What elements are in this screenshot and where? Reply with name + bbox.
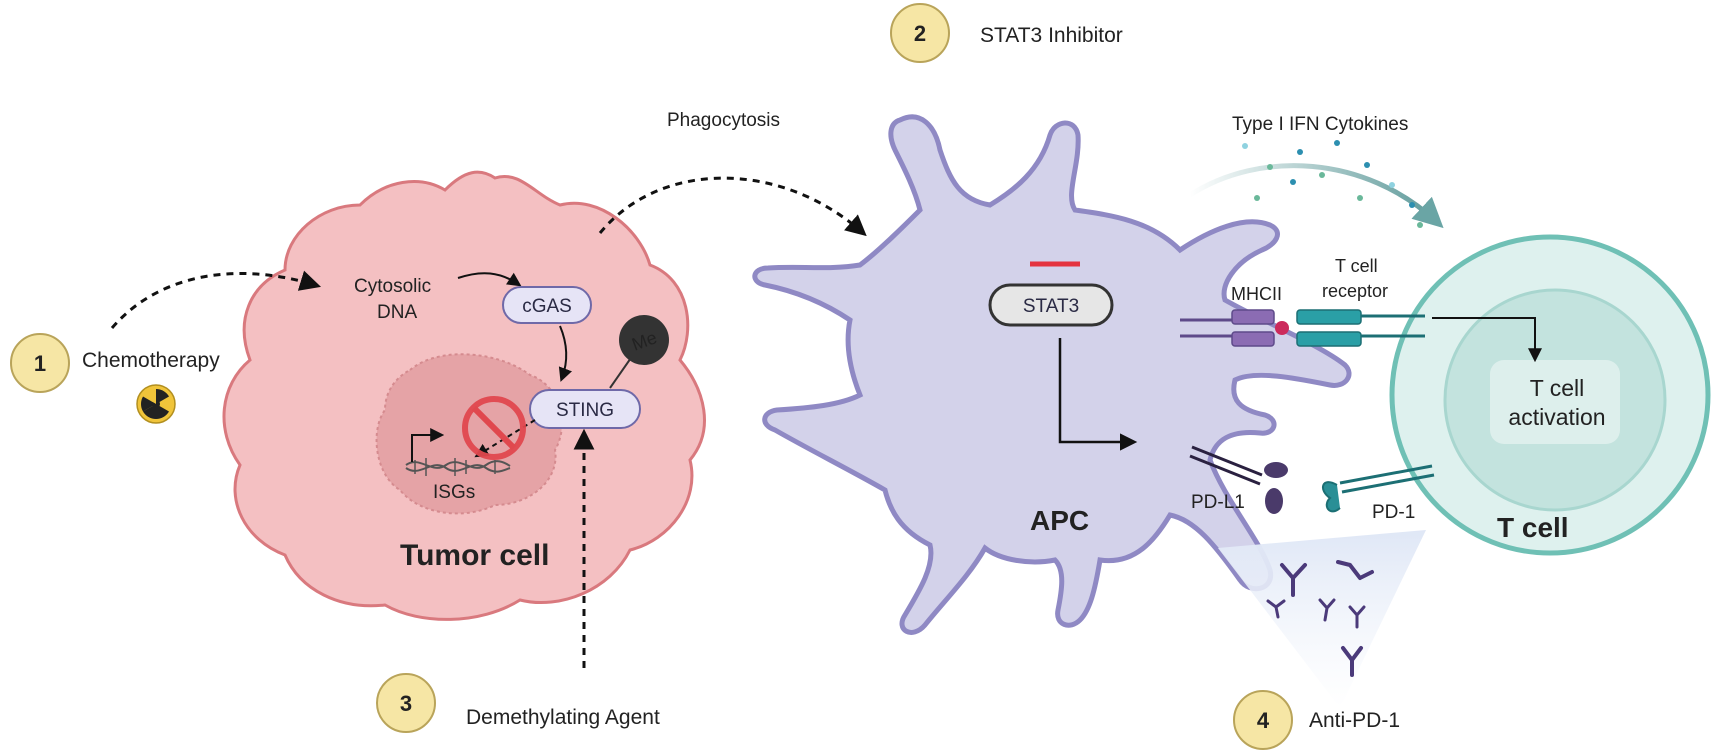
step-1-label: Chemotherapy — [82, 349, 220, 372]
cytosolic-dna-label-1: Cytosolic — [354, 276, 431, 297]
ifn-arrow — [1188, 163, 1444, 229]
pdl1-label: PD-L1 — [1191, 492, 1245, 513]
chemotherapy-arrow — [110, 270, 322, 329]
step-4-label: Anti-PD-1 — [1309, 709, 1400, 732]
nucleus — [375, 353, 563, 515]
phagocytosis-arrow — [598, 176, 867, 237]
tcr-label-2: receptor — [1322, 281, 1388, 301]
step-2-number: 2 — [914, 21, 926, 46]
cgas-to-sting-arrow — [558, 325, 572, 382]
step-1-number: 1 — [34, 351, 46, 376]
mhcii-label: MHCII — [1231, 284, 1282, 304]
transcription-start-icon — [411, 428, 445, 462]
t-cell-title: T cell — [1497, 512, 1569, 543]
pd1-label: PD-1 — [1372, 502, 1415, 523]
step-2: 2 STAT3 Inhibitor — [890, 3, 1123, 63]
t-cell-activation-label-1: T cell — [1530, 375, 1585, 401]
anti-pd1-region — [1218, 530, 1426, 708]
cytosolic-dna-label-2: DNA — [377, 302, 417, 323]
stat3-label: STAT3 — [1023, 296, 1079, 317]
step-1: 1 Chemotherapy — [10, 333, 220, 424]
phagocytosis-label: Phagocytosis — [667, 110, 780, 131]
t-cell-activation-box — [1490, 360, 1620, 444]
step-4-circle — [1233, 690, 1293, 750]
step-3-number: 3 — [400, 691, 412, 716]
tumor-cell: Tumor cell Cytosolic DNA cGAS STING Me I… — [222, 170, 706, 621]
sting-label: STING — [556, 400, 614, 421]
apc-title: APC — [1030, 505, 1089, 536]
cgas-pill — [502, 286, 592, 324]
methyl-bond — [609, 354, 634, 389]
step-3: 3 Demethylating Agent — [376, 673, 660, 733]
antibody-cone — [1218, 530, 1426, 708]
pdl1-molecule — [1189, 445, 1288, 514]
step-1-circle — [10, 333, 70, 393]
t-cell: T cell activation T cell T cell receptor… — [1296, 234, 1711, 556]
step-2-circle — [890, 3, 950, 63]
tcr-to-activation-arrow — [1432, 317, 1542, 363]
stat3-pill — [988, 283, 1114, 327]
prohibition-icon — [462, 396, 526, 460]
tcr-molecule — [1296, 309, 1425, 347]
tcr-label-1: T cell — [1335, 256, 1378, 276]
type1-ifn-label: Type I IFN Cytokines — [1232, 114, 1408, 135]
sting-pill — [529, 389, 641, 429]
cytokine-dots — [1242, 140, 1423, 228]
dna-to-cgas-arrow — [457, 272, 522, 287]
methyl-group-icon — [619, 315, 669, 365]
step-4-number: 4 — [1257, 708, 1270, 733]
stat3-output-arrow — [1058, 338, 1138, 451]
step-3-circle — [376, 673, 436, 733]
tumor-cell-title: Tumor cell — [400, 539, 549, 572]
apc-membrane — [752, 114, 1352, 635]
type1-ifn-region: Type I IFN Cytokines — [1188, 114, 1444, 229]
t-cell-activation-label-2: activation — [1508, 404, 1605, 430]
step-3-label: Demethylating Agent — [466, 706, 660, 729]
step-2-label: STAT3 Inhibitor — [980, 24, 1123, 47]
isgs-label: ISGs — [433, 482, 475, 503]
step-4: 4 Anti-PD-1 — [1233, 690, 1400, 750]
cgas-label: cGAS — [522, 296, 572, 317]
antibody-icons — [1266, 560, 1374, 677]
mhcii-molecule — [1180, 309, 1289, 347]
radiation-icon — [136, 384, 176, 424]
pd1-molecule — [1321, 464, 1435, 513]
dna-helix-icon — [405, 458, 511, 476]
apc-cell: APC STAT3 MHCII PD-L1 — [752, 114, 1352, 635]
